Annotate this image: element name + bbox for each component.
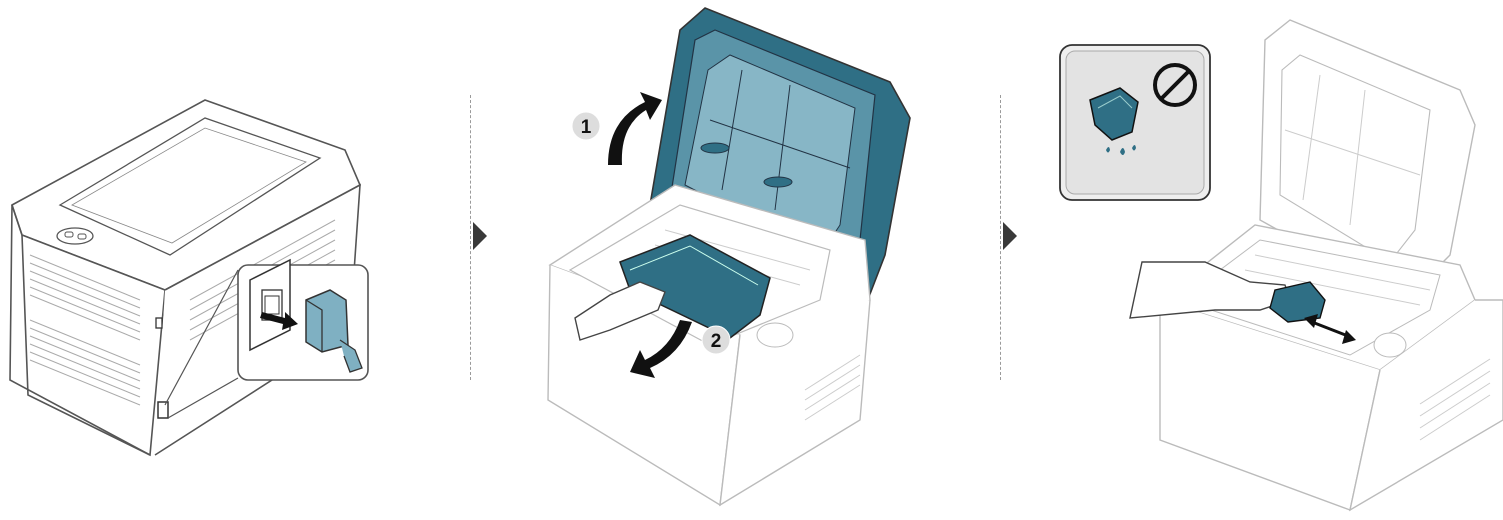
no-wet-cloth-warning xyxy=(1060,45,1210,200)
next-step-arrow-icon xyxy=(473,222,487,250)
control-buttons xyxy=(57,228,93,244)
callout-2: 2 xyxy=(702,326,730,354)
step-3-panel xyxy=(1020,0,1503,515)
open-cover-arrow-icon xyxy=(608,92,662,165)
callout-1-label: 1 xyxy=(581,117,592,138)
printer-back-icon xyxy=(0,0,460,515)
printer-clean-icon xyxy=(1020,0,1503,515)
printer-open-cover-icon: 1 2 xyxy=(490,0,1000,515)
callout-1: 1 xyxy=(572,112,600,140)
step-divider-2 xyxy=(1000,95,1001,380)
next-step-arrow-icon xyxy=(1003,222,1017,250)
power-socket-callout xyxy=(238,260,368,380)
step-divider-1 xyxy=(470,95,471,380)
callout-2-label: 2 xyxy=(711,331,722,352)
step-1-panel xyxy=(0,0,460,515)
step-2-panel: 1 2 xyxy=(490,0,1000,515)
